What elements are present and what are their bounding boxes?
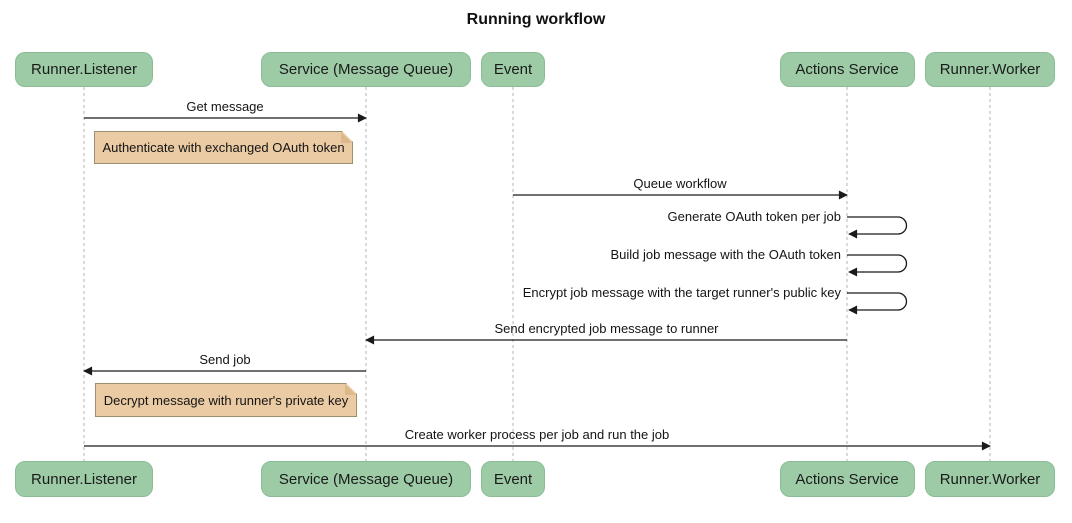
- actor-bottom-runner-worker: Runner.Worker: [925, 461, 1055, 497]
- note-fold-icon: [341, 132, 352, 143]
- self-message-arrow-1: [847, 254, 908, 277]
- message-label-2: Send encrypted job message to runner: [494, 321, 719, 336]
- self-message-arrow-0: [847, 216, 908, 239]
- message-label-3: Send job: [199, 352, 251, 367]
- self-message-label-0: Generate OAuth token per job: [667, 209, 841, 224]
- self-message-label-1: Build job message with the OAuth token: [610, 247, 841, 262]
- message-label-0: Get message: [186, 99, 264, 114]
- diagram-title: Running workflow: [466, 11, 606, 28]
- note-text-0: Authenticate with exchanged OAuth token: [102, 140, 345, 155]
- actor-bottom-event: Event: [481, 461, 545, 497]
- actor-top-runner-worker: Runner.Worker: [925, 52, 1055, 87]
- actor-bottom-runner-listener: Runner.Listener: [15, 461, 153, 497]
- note-1: Decrypt message with runner's private ke…: [95, 383, 357, 417]
- self-message-arrow-2: [847, 292, 908, 315]
- self-message-label-2: Encrypt job message with the target runn…: [522, 285, 841, 300]
- note-text-1: Decrypt message with runner's private ke…: [103, 392, 349, 408]
- actor-top-runner-listener: Runner.Listener: [15, 52, 153, 87]
- actor-top-event: Event: [481, 52, 545, 87]
- actor-bottom-service-message-queue: Service (Message Queue): [261, 461, 471, 497]
- note-0: Authenticate with exchanged OAuth token: [94, 131, 353, 164]
- generated-lines: [83, 87, 991, 461]
- message-label-1: Queue workflow: [633, 176, 727, 191]
- actor-top-service-message-queue: Service (Message Queue): [261, 52, 471, 87]
- actor-bottom-actions-service: Actions Service: [779, 461, 915, 497]
- message-label-4: Create worker process per job and run th…: [404, 427, 670, 442]
- note-fold-icon: [345, 384, 356, 395]
- actor-top-actions-service: Actions Service: [779, 52, 915, 87]
